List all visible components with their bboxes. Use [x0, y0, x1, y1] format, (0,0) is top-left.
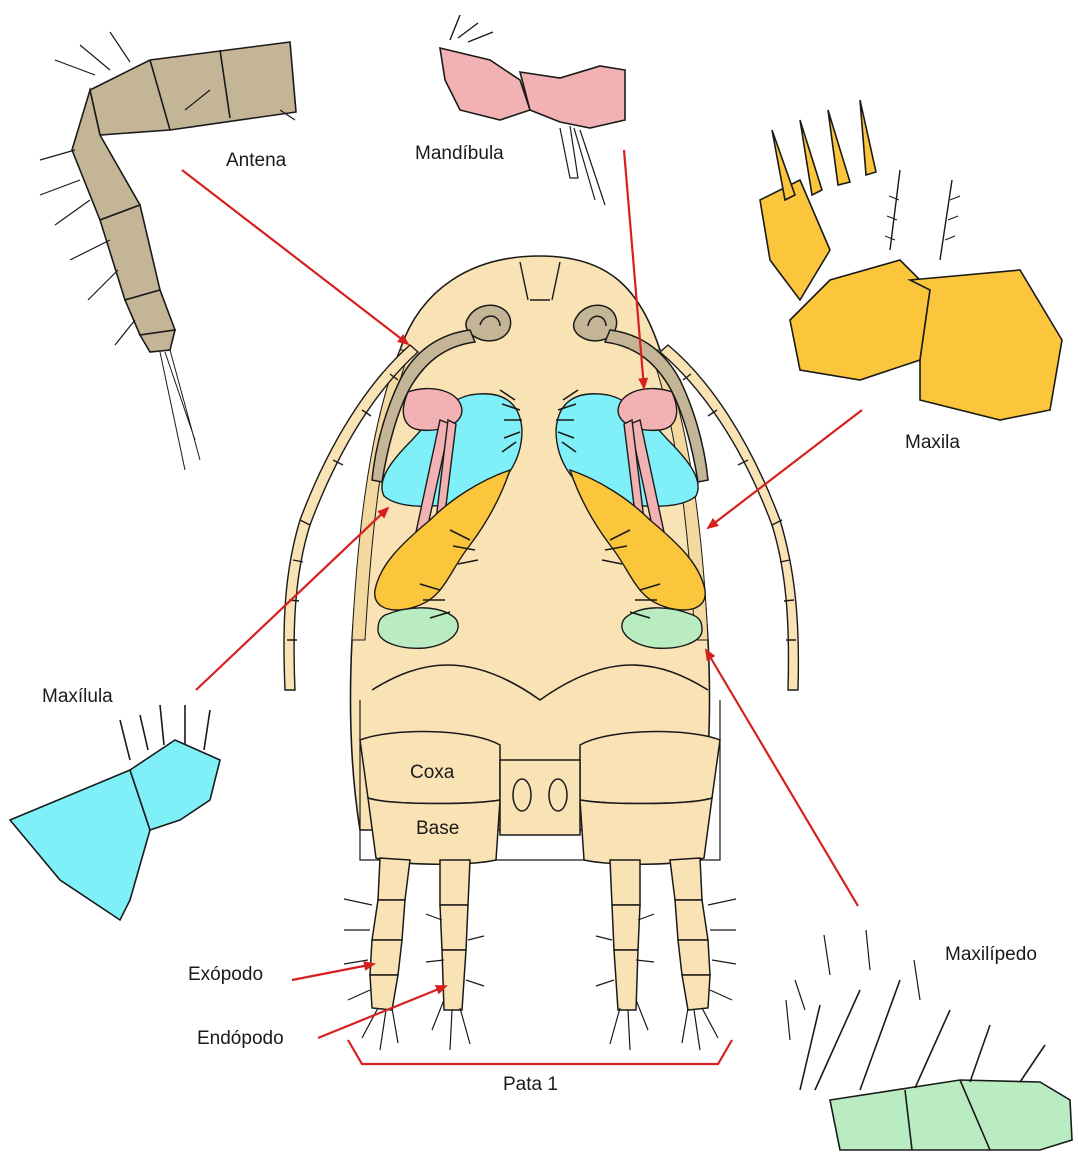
- label-mandibula: Mandíbula: [415, 143, 504, 165]
- left-exopod: [378, 858, 410, 900]
- maxillule-detail: [10, 705, 220, 920]
- label-base: Base: [416, 818, 459, 840]
- maxilipedo-arrow: [706, 650, 858, 906]
- label-maxilula: Maxílula: [42, 686, 113, 708]
- left-endopod: [440, 860, 470, 905]
- exopodo-arrow: [292, 964, 374, 980]
- mandible-detail: [440, 15, 625, 205]
- label-maxilipedo: Maxilípedo: [945, 944, 1037, 966]
- antenna-detail: [40, 32, 296, 470]
- antena-arrow: [182, 170, 408, 344]
- label-endopodo: Endópodo: [197, 1028, 284, 1050]
- label-pata1: Pata 1: [503, 1074, 558, 1096]
- label-antena: Antena: [226, 150, 286, 172]
- label-exopodo: Exópodo: [188, 964, 263, 986]
- label-maxila: Maxila: [905, 432, 960, 454]
- pata1-bracket: [348, 1040, 732, 1064]
- label-coxa: Coxa: [410, 762, 454, 784]
- maxilla-detail: [760, 100, 1062, 420]
